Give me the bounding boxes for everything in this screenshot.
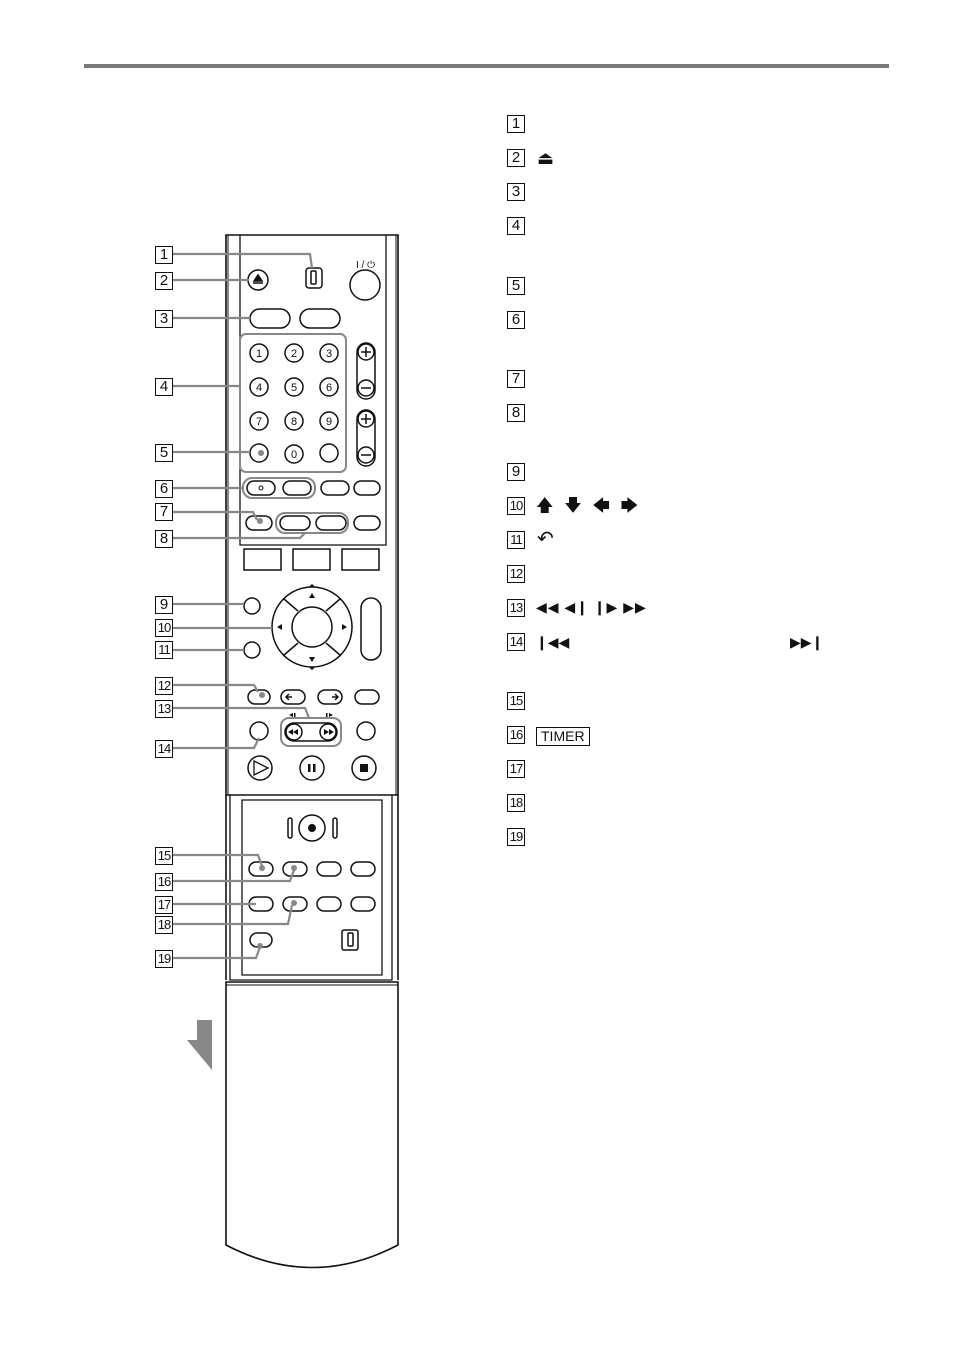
callout-left-11: 11	[155, 641, 173, 659]
legend-number-18: 18	[507, 794, 525, 812]
number-key-9	[319, 411, 339, 431]
legend-number-13: 13	[507, 599, 525, 617]
callout-left-16: 16	[155, 873, 173, 891]
arrow-keys-icon: 🡅 🡇 🡄 🡆	[536, 496, 642, 515]
number-key-label-7: 7	[256, 416, 262, 428]
callout-left-19: 19	[155, 950, 173, 968]
callout-left-4: 4	[155, 378, 173, 396]
next-icon: ▶▶❙	[790, 634, 824, 650]
callout-left-10: 10	[155, 619, 173, 637]
legend-number-19: 19	[507, 828, 525, 846]
number-key-label-9: 9	[326, 416, 332, 428]
callout-left-7: 7	[155, 503, 173, 521]
header-rule	[84, 64, 889, 68]
legend-number-16: 16	[507, 726, 525, 744]
number-key-1	[249, 343, 269, 363]
previous-icon: ❙◀◀	[536, 634, 570, 650]
number-key-label-1: 1	[256, 348, 262, 360]
callout-left-14: 14	[155, 740, 173, 758]
legend-number-6: 6	[507, 311, 525, 329]
callout-left-1: 1	[155, 246, 173, 264]
callout-left-6: 6	[155, 480, 173, 498]
callout-left-2: 2	[155, 272, 173, 290]
number-key-3	[319, 343, 339, 363]
callout-left-12: 12	[155, 677, 173, 695]
legend-number-1: 1	[507, 115, 525, 133]
callout-left-15: 15	[155, 847, 173, 865]
legend-number-4: 4	[507, 217, 525, 235]
callout-left-18: 18	[155, 916, 173, 934]
callout-left-17: 17	[155, 896, 173, 914]
number-key-label-5: 5	[291, 382, 297, 394]
legend-number-12: 12	[507, 565, 525, 583]
legend-number-9: 9	[507, 463, 525, 481]
timer-label: TIMER	[536, 727, 590, 746]
number-key-2	[284, 343, 304, 363]
number-key-label-8: 8	[291, 416, 297, 428]
eject-icon: ⏏	[537, 148, 555, 168]
legend-number-17: 17	[507, 760, 525, 778]
number-key-label-2: 2	[291, 348, 297, 360]
legend-number-10: 10	[507, 497, 525, 515]
number-key-6	[319, 377, 339, 397]
legend-number-3: 3	[507, 183, 525, 201]
callout-left-5: 5	[155, 444, 173, 462]
legend-number-11: 11	[507, 531, 525, 549]
number-key-label-3: 3	[326, 348, 332, 360]
callout-left-13: 13	[155, 700, 173, 718]
callout-left-3: 3	[155, 310, 173, 328]
number-key-label-6: 6	[326, 382, 332, 394]
callout-left-9: 9	[155, 596, 173, 614]
number-key-4	[249, 377, 269, 397]
number-key-label-0: 0	[291, 449, 297, 461]
number-key-label-4: 4	[256, 382, 262, 394]
return-icon: ↶	[537, 528, 554, 550]
legend-number-2: 2	[507, 149, 525, 167]
scan-slow-icon: ◀◀ ◀❙ ❙▶ ▶▶	[536, 599, 647, 615]
number-key-7	[249, 411, 269, 431]
legend-number-5: 5	[507, 277, 525, 295]
legend-number-14: 14	[507, 633, 525, 651]
legend-number-7: 7	[507, 370, 525, 388]
number-key-5	[284, 377, 304, 397]
svg-text:I / ⏻: I / ⏻	[356, 260, 375, 271]
legend-number-15: 15	[507, 692, 525, 710]
legend-number-8: 8	[507, 404, 525, 422]
number-key-8	[284, 411, 304, 431]
number-key-0	[284, 444, 304, 464]
callout-left-8: 8	[155, 530, 173, 548]
